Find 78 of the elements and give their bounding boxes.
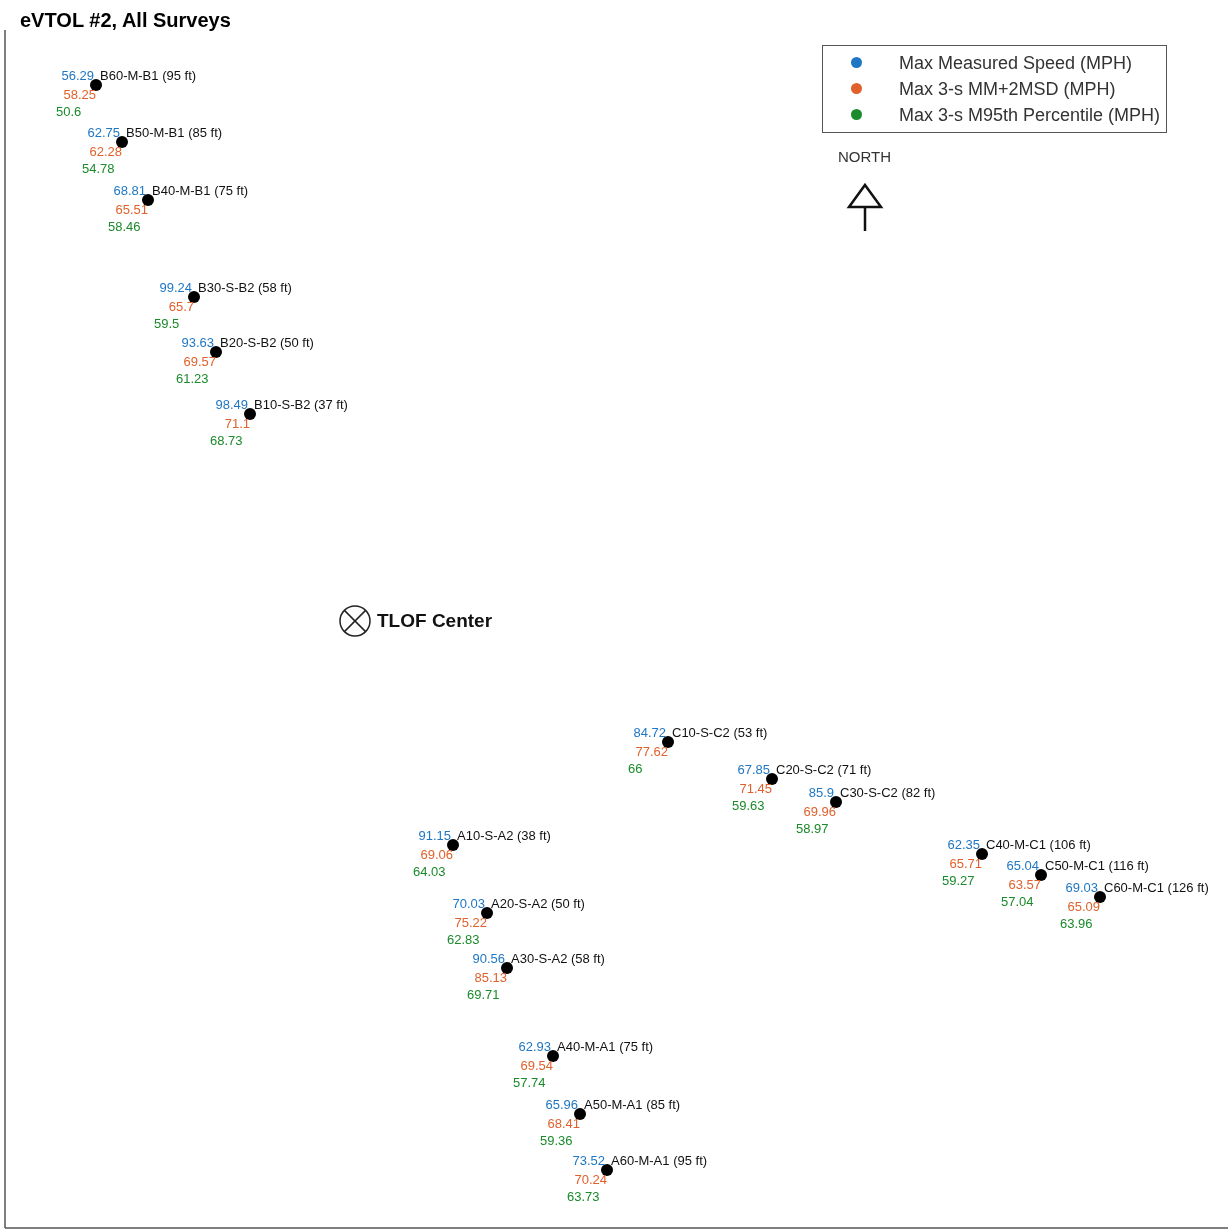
speed-value: 63.73: [567, 1189, 600, 1204]
speed-value: 69.03: [1065, 880, 1098, 895]
speed-value: 68.73: [210, 433, 243, 448]
speed-value: 71.45: [739, 781, 772, 796]
point-label: C20-S-C2 (71 ft): [776, 762, 872, 777]
speed-value: 84.72: [633, 725, 666, 740]
speed-value: 90.56: [472, 951, 505, 966]
speed-value: 65.04: [1006, 858, 1039, 873]
point-label: A50-M-A1 (85 ft): [584, 1097, 681, 1112]
speed-value: 77.62: [635, 744, 668, 759]
speed-value: 71.1: [224, 416, 250, 431]
speed-value: 69.71: [467, 987, 500, 1002]
point-label: A10-S-A2 (38 ft): [457, 828, 551, 843]
speed-value: 62.83: [447, 932, 480, 947]
speed-value: 58.46: [108, 219, 141, 234]
speed-value: 62.35: [947, 837, 980, 852]
legend-text: Max 3-s MM+2MSD (MPH): [899, 79, 1116, 99]
speed-value: 99.24: [159, 280, 192, 295]
speed-value: 70.24: [574, 1172, 607, 1187]
speed-value: 65.7: [168, 299, 194, 314]
point-label: C10-S-C2 (53 ft): [672, 725, 768, 740]
chart-title: eVTOL #2, All Surveys: [20, 9, 231, 32]
speed-value: 69.54: [520, 1058, 553, 1073]
point-label: C50-M-C1 (116 ft): [1045, 858, 1149, 873]
speed-value: 68.81: [113, 183, 146, 198]
speed-value: 62.93: [518, 1039, 551, 1054]
point-label: A60-M-A1 (95 ft): [611, 1153, 708, 1168]
speed-value: 59.5: [154, 316, 180, 331]
speed-value: 57.74: [513, 1075, 546, 1090]
speed-value: 65.09: [1067, 899, 1100, 914]
point-label: A30-S-A2 (58 ft): [511, 951, 605, 966]
speed-value: 65.71: [949, 856, 982, 871]
speed-value: 62.75: [87, 125, 120, 140]
speed-value: 50.6: [56, 104, 82, 119]
speed-value: 59.63: [732, 798, 765, 813]
speed-value: 73.52: [572, 1153, 605, 1168]
point-label: C30-S-C2 (82 ft): [840, 785, 936, 800]
speed-value: 98.49: [215, 397, 248, 412]
speed-value: 69.96: [803, 804, 836, 819]
speed-value: 66: [628, 761, 643, 776]
speed-value: 54.78: [82, 161, 115, 176]
speed-value: 62.28: [89, 144, 122, 159]
legend-text: Max 3-s M95th Percentile (MPH): [899, 105, 1161, 125]
point-label: A40-M-A1 (75 ft): [557, 1039, 654, 1054]
speed-value: 93.63: [181, 335, 214, 350]
speed-value: 69.06: [420, 847, 453, 862]
speed-value: 69.57: [183, 354, 216, 369]
speed-value: 67.85: [737, 762, 770, 777]
location-label: TLOF Center: [377, 610, 493, 632]
point-label: B40-M-B1 (75 ft): [152, 183, 249, 198]
point-label: B30-S-B2 (58 ft): [198, 280, 292, 295]
compass-label: NORTH: [838, 148, 892, 165]
point-label: B50-M-B1 (85 ft): [126, 125, 223, 140]
speed-value: 70.03: [452, 896, 485, 911]
speed-value: 85.9: [808, 785, 834, 800]
speed-value: 91.15: [418, 828, 451, 843]
speed-value: 57.04: [1001, 894, 1034, 909]
point-label: C40-M-C1 (106 ft): [986, 837, 1091, 852]
speed-value: 58.97: [796, 821, 829, 836]
speed-value: 63.57: [1008, 877, 1041, 892]
point-label: B20-S-B2 (50 ft): [220, 335, 314, 350]
speed-value: 65.96: [545, 1097, 578, 1112]
speed-value: 59.36: [540, 1133, 573, 1148]
speed-value: 58.25: [63, 87, 96, 102]
speed-value: 64.03: [413, 864, 446, 879]
point-label: C60-M-C1 (126 ft): [1104, 880, 1209, 895]
point-label: A20-S-A2 (50 ft): [491, 896, 585, 911]
point-label: B60-M-B1 (95 ft): [100, 68, 197, 83]
speed-value: 68.41: [547, 1116, 580, 1131]
speed-value: 61.23: [176, 371, 209, 386]
speed-value: 75.22: [454, 915, 487, 930]
speed-value: 59.27: [942, 873, 975, 888]
legend-text: Max Measured Speed (MPH): [899, 53, 1133, 73]
speed-value: 63.96: [1060, 916, 1093, 931]
speed-value: 85.13: [474, 970, 507, 985]
point-label: B10-S-B2 (37 ft): [254, 397, 348, 412]
speed-value: 65.51: [115, 202, 148, 217]
speed-value: 56.29: [61, 68, 94, 83]
